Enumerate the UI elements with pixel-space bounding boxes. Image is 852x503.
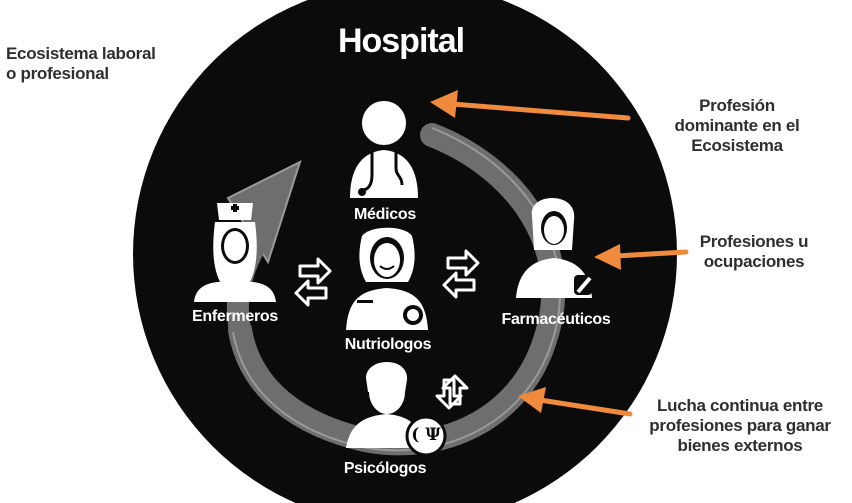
annotation-profesiones: Profesiones u ocupaciones xyxy=(664,232,844,272)
orange-pointer-arrow-struggle xyxy=(518,387,633,417)
orange-pointer-arrow-professions xyxy=(594,244,689,270)
annotation-line: Lucha continua entre xyxy=(657,396,823,415)
doctor-icon xyxy=(350,101,418,198)
diagram-title: Hospital xyxy=(337,22,465,60)
pharmacist-icon xyxy=(516,198,592,298)
annotation-line: bienes externos xyxy=(677,436,803,455)
exchange-arrows-icon-bottom xyxy=(435,374,469,410)
ecosystem-label: Ecosistema laboral o profesional xyxy=(6,44,156,84)
annotation-profesion-dominante: Profesión dominante en el Ecosistema xyxy=(637,96,837,156)
annotation-line: Ecosistema xyxy=(691,136,783,155)
orange-pointer-arrow-dominant xyxy=(430,90,631,121)
annotation-line: dominante en el xyxy=(674,116,800,135)
annotation-line: ocupaciones xyxy=(703,252,805,271)
ecosystem-label-line-2: o profesional xyxy=(6,64,109,83)
exchange-arrows-icon-left xyxy=(294,257,332,307)
node-label-farmaceuticos: Farmacéuticos xyxy=(501,311,611,328)
node-label-enfermeros: Enfermeros xyxy=(192,308,278,325)
ecosystem-label-line-1: Ecosistema laboral xyxy=(6,44,156,63)
psychologist-icon xyxy=(346,362,447,457)
annotation-line: profesiones para ganar xyxy=(649,416,831,435)
annotation-line: Profesiones u xyxy=(699,232,809,251)
cycle-ring-highlight xyxy=(232,127,561,452)
node-label-psicologos: Psicólogos xyxy=(343,460,427,477)
nurse-icon xyxy=(194,203,276,302)
cycle-ring xyxy=(228,123,566,456)
nutritionist-icon xyxy=(346,227,428,330)
node-label-nutriologos: Nutriologos xyxy=(344,336,432,353)
node-label-medicos: Médicos xyxy=(354,206,416,223)
annotation-lucha: Lucha continua entre profesiones para ga… xyxy=(632,396,848,456)
annotation-line: Profesión xyxy=(699,96,775,115)
exchange-arrows-icon-right xyxy=(442,249,480,299)
psi-symbol: ( Ψ xyxy=(411,425,441,445)
